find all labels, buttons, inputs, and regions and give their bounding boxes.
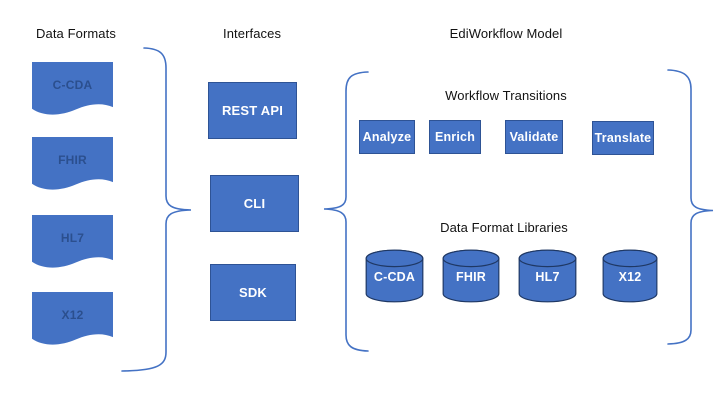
data-format-shape-fhir: FHIR [32,137,113,195]
library-label: HL7 [535,270,560,285]
data-format-shape-x12: X12 [32,292,113,350]
cylinder-graphic [518,249,577,303]
wave-shape-graphic [32,62,113,115]
library-cylinder-x12: X12 [602,249,658,303]
heading-data-formats: Data Formats [36,26,116,41]
transition-analyze: Analyze [359,120,415,154]
transition-enrich: Enrich [429,120,481,154]
cylinder-graphic [365,249,424,303]
data-format-label: FHIR [58,152,87,167]
transition-label: Validate [509,130,559,144]
heading-interfaces: Interfaces [223,26,282,41]
library-label: FHIR [456,270,486,285]
brace-ediworkflow-right [667,69,714,345]
transition-translate: Translate [592,121,654,155]
interface-label: SDK [238,285,268,300]
brace-ediworkflow-left [323,71,369,352]
transition-label: Translate [594,131,652,145]
heading-ediworkflow-model: EdiWorkflow Model [449,26,563,41]
library-cylinder-hl7: HL7 [518,249,577,303]
heading-workflow-transitions: Workflow Transitions [445,88,567,103]
cylinder-graphic [602,249,658,303]
data-format-label: C-CDA [52,77,93,92]
cylinder-graphic [442,249,500,303]
library-cylinder-c-cda: C-CDA [365,249,424,303]
data-format-shape-hl7: HL7 [32,215,113,273]
library-label: X12 [618,270,642,285]
library-label: C-CDA [373,270,416,285]
interface-cli: CLI [210,175,299,232]
library-cylinder-fhir: FHIR [442,249,500,303]
interface-rest-api: REST API [208,82,297,139]
transition-validate: Validate [505,120,563,154]
brace-data-formats [121,47,192,372]
data-format-label: HL7 [60,230,85,245]
data-format-shape-c-cda: C-CDA [32,62,113,120]
wave-shape-graphic [32,137,113,190]
wave-shape-graphic [32,215,113,268]
interface-label: CLI [243,196,266,211]
interface-label: REST API [221,103,284,118]
heading-data-format-libraries: Data Format Libraries [440,220,568,235]
data-format-label: X12 [61,307,84,322]
transition-label: Enrich [434,130,476,144]
interface-sdk: SDK [210,264,296,321]
transition-label: Analyze [362,130,412,144]
wave-shape-graphic [32,292,113,345]
